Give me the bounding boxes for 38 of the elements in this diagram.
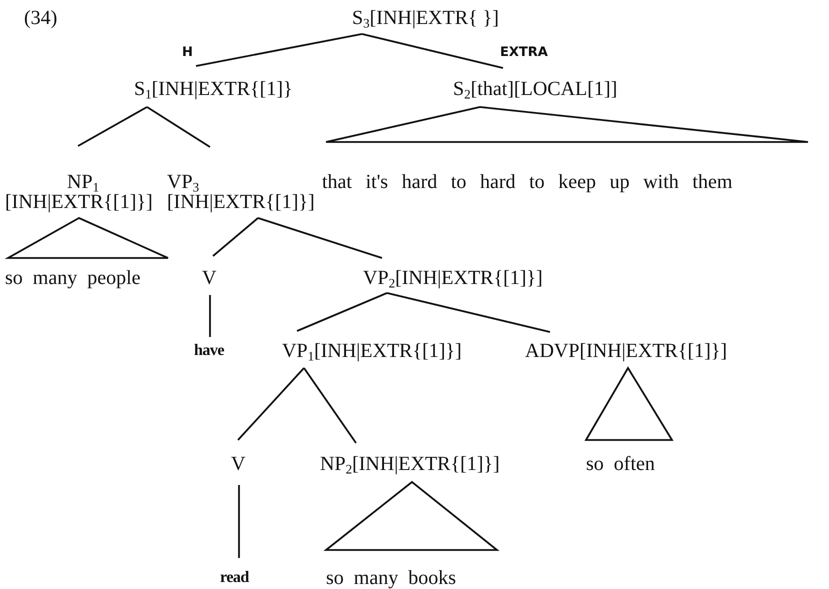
subtree-triangle [4,217,169,259]
subtree-triangle [325,106,809,143]
tree-node-label: so many people [5,267,141,289]
example-number: (34) [24,7,58,29]
feature-label: [INH|EXTR{[1]}] [167,191,315,213]
tree-node-label: so many books [326,567,456,589]
subtree-triangle [323,480,500,551]
branch-line [78,106,148,147]
branch-line [196,33,362,67]
edge-label: EXTRA [500,45,548,61]
branch-line [258,217,382,259]
tree-node-label: VP$_{3}$ [167,171,200,193]
branch-line [296,292,388,332]
tree-node-label: have [194,340,224,362]
branch-line [146,106,210,148]
branch-line [238,485,240,558]
tree-node-label: that it's hard to hard to keep up with them [322,171,732,193]
tree-node-label: NP$_{2}$[INH|EXTR{[1]}] [320,453,500,475]
subtree-triangle [584,366,674,441]
tree-node-label: VP$_{2}$[INH|EXTR{[1]}] [363,267,543,289]
tree-node-label: NP$_{1}$ [67,171,100,193]
tree-node-label: S$_{3}$[INH|EXTR{ }] [352,7,499,29]
tree-node-label: S$_{1}$[INH|EXTR{[1]} [134,78,293,100]
edge-label: H [182,45,193,61]
branch-line [212,217,259,257]
branch-line [237,367,305,441]
tree-node-label: VP$_{1}$[INH|EXTR{[1]}] [282,340,462,362]
tree-node-label: S$_{2}$[that][LOCAL[1]] [453,78,618,100]
feature-label: [INH|EXTR{[1]}] [5,191,153,213]
branch-line [386,292,550,333]
tree-node-label: read [220,567,249,589]
branch-line [209,295,211,337]
branch-line [362,33,504,69]
tree-node-label: ADVP[INH|EXTR{[1]}] [525,340,728,362]
tree-node-label: V [202,267,216,289]
branch-line [303,367,357,444]
tree-node-label: V [231,453,246,475]
tree-node-label: so often [586,453,655,475]
